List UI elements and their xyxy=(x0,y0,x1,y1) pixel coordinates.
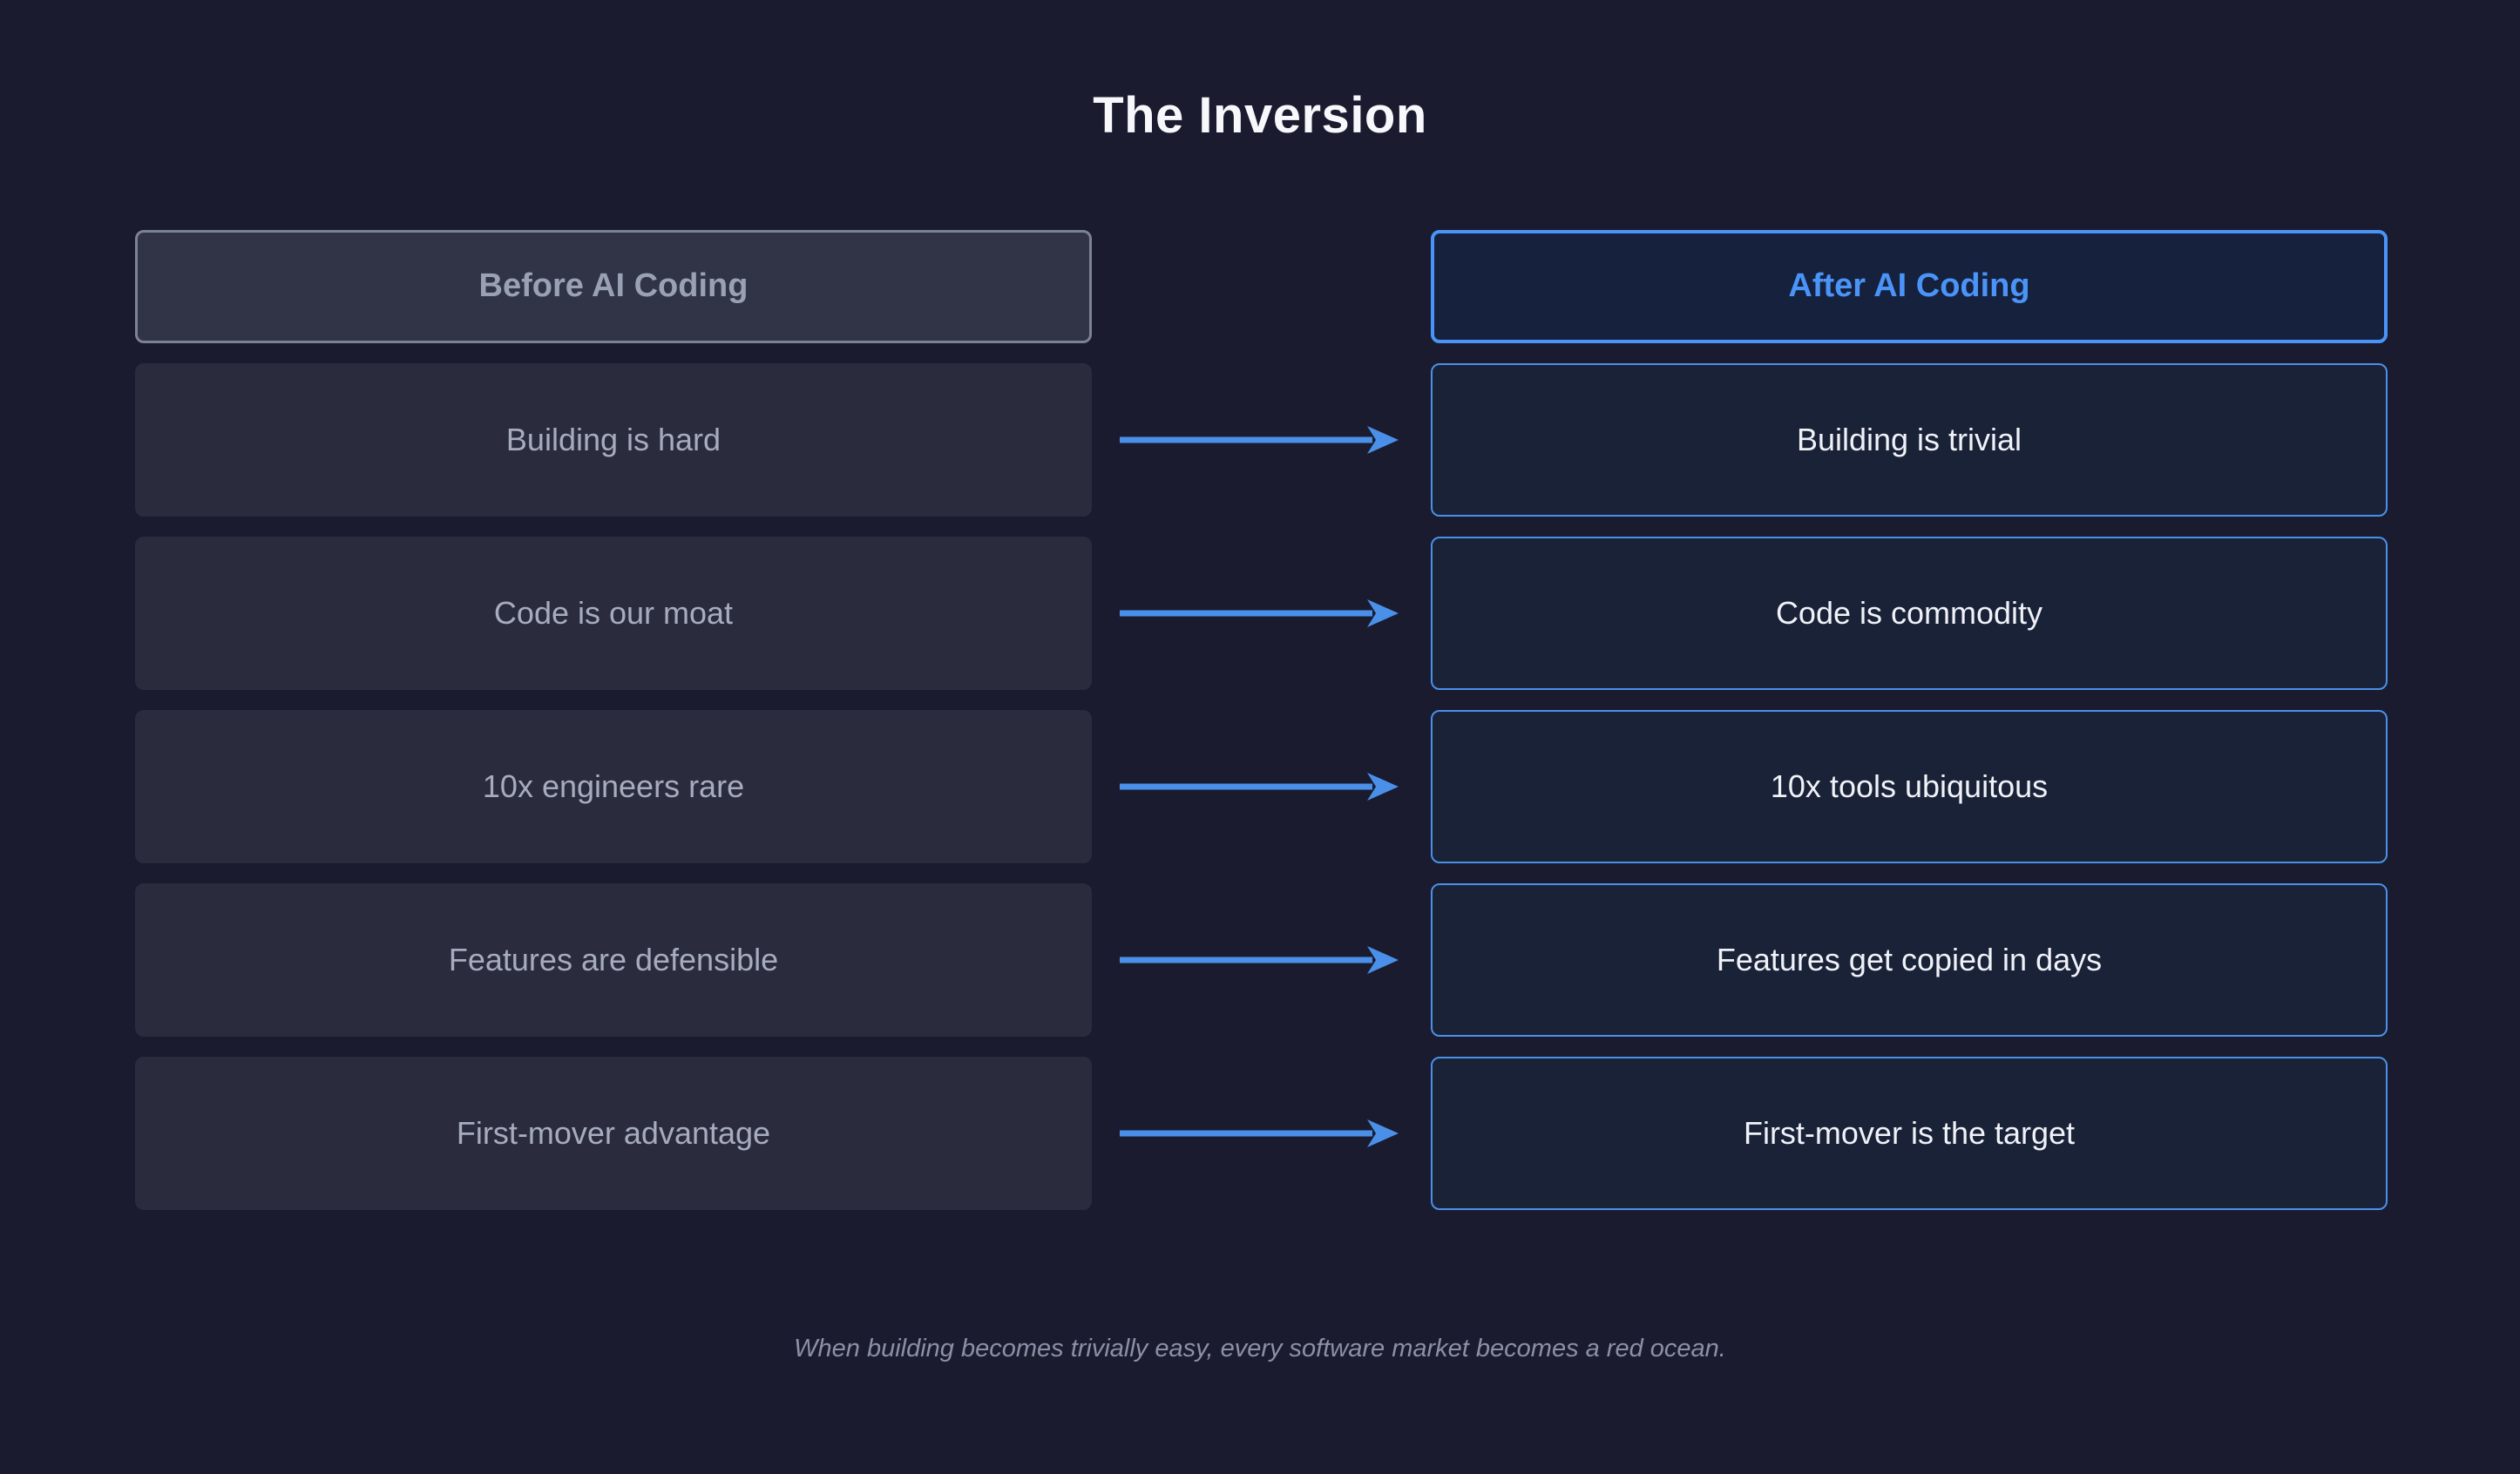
after-cell-label: 10x tools ubiquitous xyxy=(1770,768,2049,805)
before-cell: 10x engineers rare xyxy=(135,710,1092,863)
header-row: Before AI Coding After AI Coding xyxy=(135,230,2388,343)
arrow-right-icon xyxy=(1119,1119,1399,1147)
after-cell: 10x tools ubiquitous xyxy=(1431,710,2388,863)
after-cell-label: First-mover is the target xyxy=(1743,1115,2076,1152)
arrow-right-icon xyxy=(1119,426,1399,454)
comparison-row: Code is our moat Code is commodity xyxy=(135,537,2388,690)
after-column-header: After AI Coding xyxy=(1431,230,2388,343)
arrow-right-icon xyxy=(1119,773,1399,801)
after-cell: Building is trivial xyxy=(1431,363,2388,517)
after-cell: Features get copied in days xyxy=(1431,883,2388,1037)
after-cell-label: Code is commodity xyxy=(1775,595,2043,632)
header-gap xyxy=(1092,230,1431,343)
comparison-row: First-mover advantage First-mover is the… xyxy=(135,1057,2388,1210)
before-cell-label: Code is our moat xyxy=(493,595,734,632)
before-cell-label: Building is hard xyxy=(505,422,721,458)
arrow-container xyxy=(1092,1057,1431,1210)
comparison-row: Features are defensible Features get cop… xyxy=(135,883,2388,1037)
after-column-header-label: After AI Coding xyxy=(1788,267,2030,305)
arrow-container xyxy=(1092,537,1431,690)
before-column-header: Before AI Coding xyxy=(135,230,1092,343)
before-column-header-label: Before AI Coding xyxy=(478,267,749,305)
after-cell-label: Features get copied in days xyxy=(1716,942,2103,978)
arrow-container xyxy=(1092,710,1431,863)
after-cell: First-mover is the target xyxy=(1431,1057,2388,1210)
arrow-container xyxy=(1092,883,1431,1037)
before-cell: Building is hard xyxy=(135,363,1092,517)
before-cell: First-mover advantage xyxy=(135,1057,1092,1210)
arrow-container xyxy=(1092,363,1431,517)
before-cell-label: 10x engineers rare xyxy=(482,768,745,805)
arrow-right-icon xyxy=(1119,599,1399,627)
footer-caption: When building becomes trivially easy, ev… xyxy=(794,1335,1726,1362)
before-cell-label: First-mover advantage xyxy=(456,1115,771,1152)
arrow-spacer xyxy=(1118,267,1406,306)
after-cell: Code is commodity xyxy=(1431,537,2388,690)
comparison-row: Building is hard Building is trivial xyxy=(135,363,2388,517)
after-cell-label: Building is trivial xyxy=(1796,422,2022,458)
page-title: The Inversion xyxy=(1093,87,1427,144)
arrow-right-icon xyxy=(1119,946,1399,974)
before-cell-label: Features are defensible xyxy=(448,942,779,978)
before-cell: Features are defensible xyxy=(135,883,1092,1037)
comparison-board: Before AI Coding After AI Coding Buildin… xyxy=(135,230,2388,1232)
before-cell: Code is our moat xyxy=(135,537,1092,690)
comparison-row: 10x engineers rare 10x tools ubiquitous xyxy=(135,710,2388,863)
